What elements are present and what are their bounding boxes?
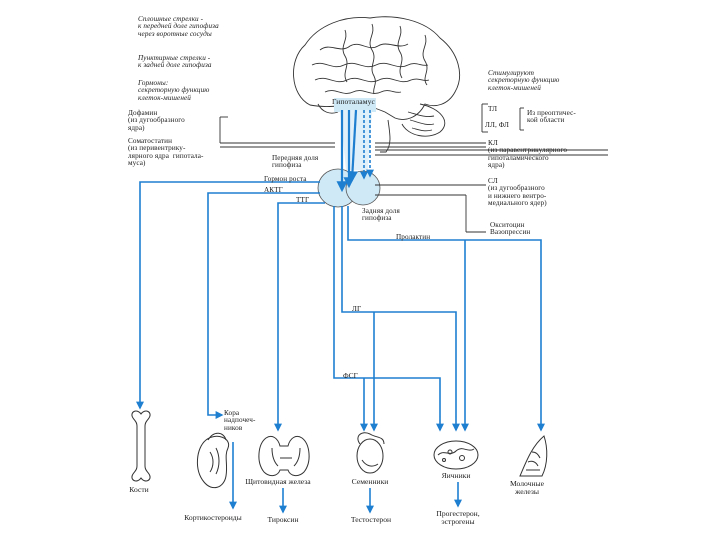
- thyroid-icon: [258, 435, 310, 477]
- label-preoptic: Из преоптичес- кой области: [527, 109, 576, 125]
- bone-icon: [131, 410, 151, 482]
- product-testosterone: Тестостерон: [350, 515, 392, 524]
- mammary-gland-icon: [519, 435, 548, 477]
- label-kl: КЛ (из паравентрикулярного гипоталамичес…: [488, 139, 568, 170]
- target-bones: Кости: [129, 485, 149, 494]
- label-ttg: ТТГ: [296, 196, 310, 204]
- ovary-icon: [433, 440, 479, 470]
- label-anterior-lobe: Передняя доля гипофиза: [272, 154, 319, 170]
- label-sl: СЛ (из дугообразного и нижнего вентро- м…: [488, 177, 547, 208]
- label-oxytocin-vasopressin: Окситоцин Вазопрессин: [490, 221, 531, 237]
- label-lg: ЛГ: [352, 305, 362, 313]
- label-ll-fl: ЛЛ, ФЛ: [485, 121, 509, 129]
- label-prolactin: Пролактин: [396, 233, 431, 241]
- label-hypothalamus: Гипоталамус: [332, 97, 376, 106]
- product-corticosteroids: Кортикостероиды: [184, 513, 242, 522]
- testis-icon: [356, 432, 385, 474]
- adrenal-kidney-icon: [197, 432, 230, 489]
- portal-arrows: [336, 109, 358, 193]
- label-growth-hormone: Гормон роста: [264, 175, 307, 183]
- target-thyroid: Щитовидная железа: [245, 477, 311, 486]
- label-tl: ТЛ: [488, 105, 498, 113]
- product-thyroxine: Тироксин: [267, 515, 299, 524]
- hypothalamus-region: [334, 98, 376, 112]
- hypothalamic-input-lines: [219, 103, 608, 233]
- dotted-arrows: [360, 110, 374, 180]
- brain-illustration: [293, 16, 461, 153]
- label-stimulate: Стимулируют секреторную функцию клеток-м…: [488, 69, 560, 92]
- target-ovaries: Яичники: [441, 471, 471, 480]
- posterior-pituitary-shape: [345, 170, 381, 206]
- label-fsg: ФСГ: [343, 372, 358, 380]
- label-actg: АКТГ: [264, 186, 283, 194]
- label-somatostatin: Соматостатин (из перивентрику- лярного я…: [128, 137, 204, 168]
- legend-solid-arrows: Сплошные стрелки - к передней доле гипоф…: [138, 15, 219, 38]
- product-progesterone: Прогестерон, эстрогены: [436, 509, 480, 526]
- legend-dotted-arrows: Пунктирные стрелки - к задней доле гипоф…: [138, 54, 212, 70]
- label-dofamine: Дофамин (из дугообразного ядра): [128, 109, 185, 132]
- label-hormones-inhibit: Гормоны: секреторную функцию клеток-мише…: [138, 79, 210, 102]
- target-mammary: Молочные железы: [509, 479, 544, 496]
- label-posterior-lobe: Задняя доля гипофиза: [362, 207, 400, 223]
- hormone-output-lines: [136, 181, 545, 514]
- label-adrenal-cortex: Кора надпочеч- ников: [224, 409, 256, 432]
- target-testes: Семенники: [351, 477, 389, 486]
